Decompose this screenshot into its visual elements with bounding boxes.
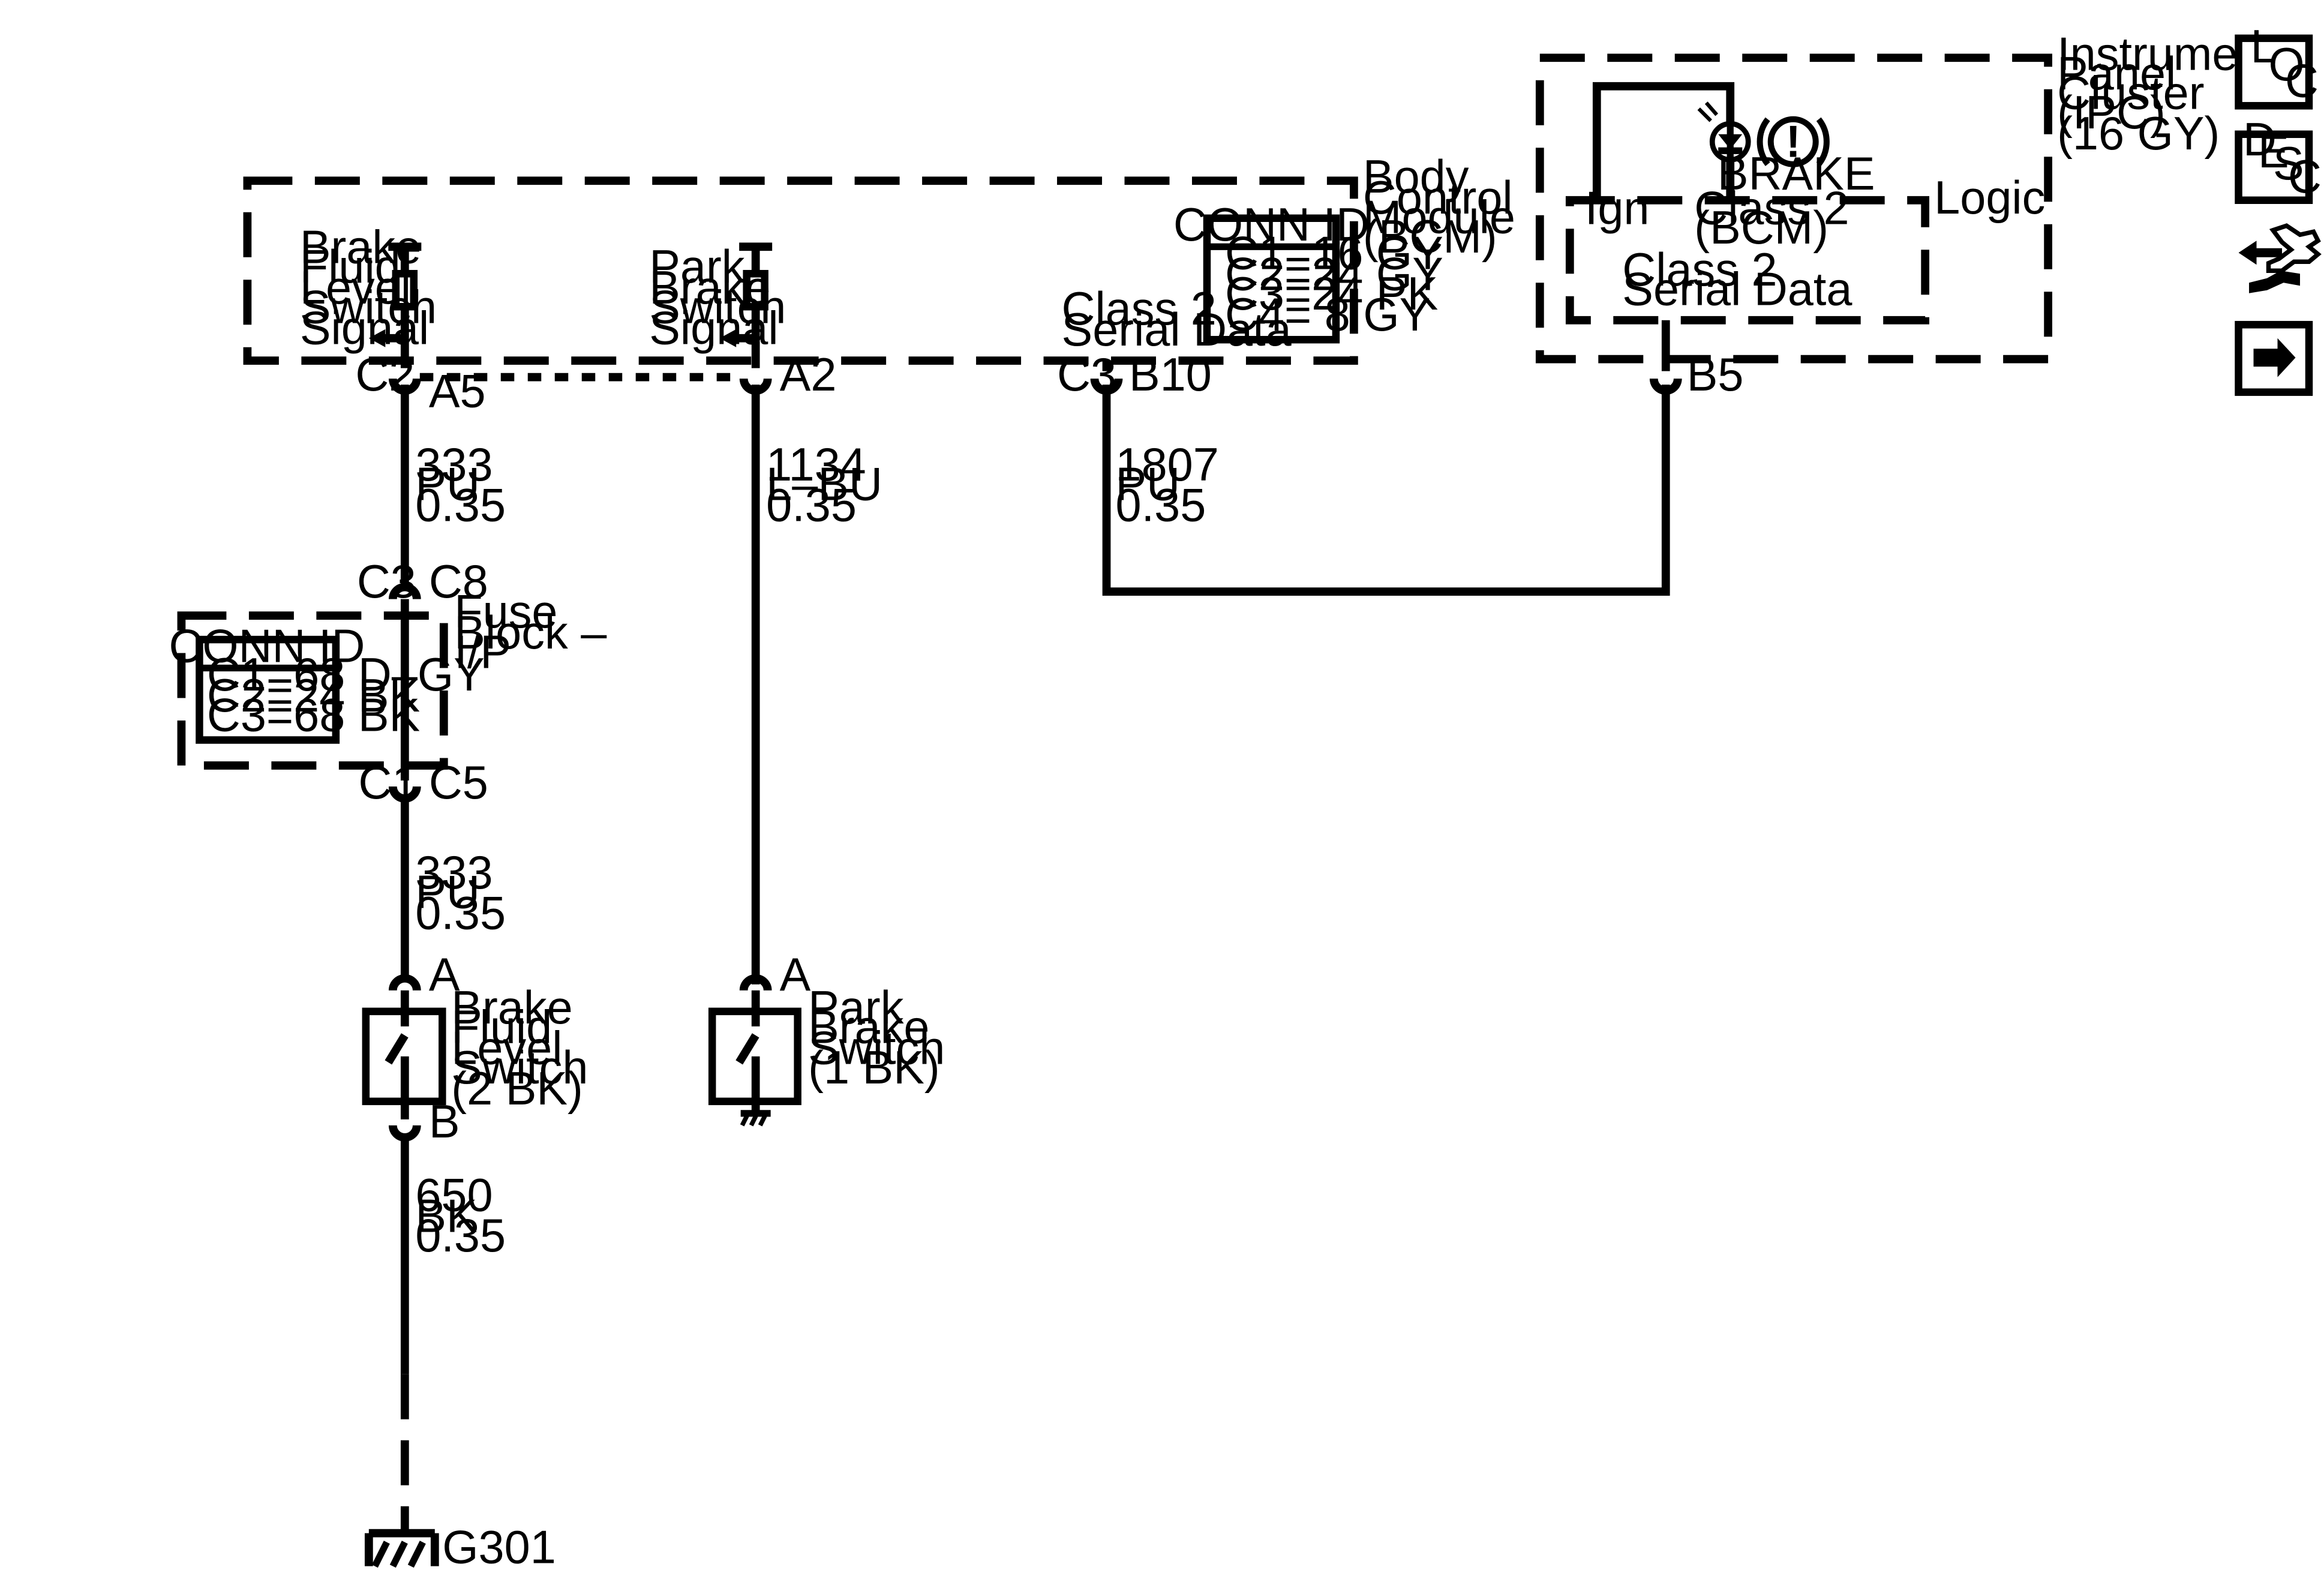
conn-id-title: CONN ID xyxy=(169,621,365,673)
wire-1134: 1134 L–BU 0.35 xyxy=(751,385,895,984)
desc-letter: E xyxy=(2258,126,2289,178)
indicator-symbol: ! xyxy=(1786,116,1801,166)
park-brake-switch-label: Park Brake Switch (1 BK) xyxy=(808,982,958,1094)
connector-label: A5 xyxy=(429,366,486,418)
bcm-connector-terminals: C2 A5 A2 C3 B10 xyxy=(355,349,1212,417)
conn-id-row: C1=16 GY xyxy=(1225,228,1443,280)
loc-button[interactable]: L O C xyxy=(2235,21,2319,110)
loc-letter: C xyxy=(2285,55,2319,107)
connector-terminal xyxy=(739,974,772,991)
switch-contact-icon xyxy=(735,1033,759,1065)
brake-indicator-label: BRAKE xyxy=(1718,148,1875,200)
brake-fluid-signal-circuit: Brake Fluid Level Switch Signal xyxy=(300,222,450,368)
ipc-logic-boundary xyxy=(1565,196,1930,325)
desc-letter: S xyxy=(2273,138,2304,190)
connector-label: B5 xyxy=(1687,349,1744,401)
connector-label: C8 xyxy=(429,556,488,608)
conn-id-row: C3=24 PK xyxy=(1225,268,1438,320)
desc-button[interactable]: D E S C xyxy=(2235,114,2322,205)
chassis-ground-icon xyxy=(740,1110,771,1127)
loc-letter: O xyxy=(2269,39,2305,91)
ipc-logic-label: Logic xyxy=(1934,172,2045,224)
wire-333-upper: 333 PU 0.35 xyxy=(400,385,506,586)
brake-fluid-signal-label: Brake Fluid Level Switch Signal xyxy=(300,222,450,355)
park-brake-signal-label: Park Brake Switch Signal xyxy=(649,241,799,354)
switch-contact-icon xyxy=(385,1033,409,1065)
ground-label: G301 xyxy=(442,1522,556,1573)
connector-terminal xyxy=(388,974,421,991)
park-brake-switch: A Park Brake Switch (1 BK) xyxy=(708,949,958,1127)
wire-label: 333 PU 0.35 xyxy=(415,847,506,939)
conn-id-row: C1=68 D–GY xyxy=(207,649,485,701)
bcm-boundary xyxy=(243,176,1358,365)
connector-label: A2 xyxy=(780,349,837,401)
connector-label: B10 xyxy=(1129,349,1212,401)
body-control-module: Body Control Module (BCM) CONN ID C1=16 … xyxy=(243,151,1529,371)
brake-fluid-switch-label: Brake Fluid Level Switch (2 BK) xyxy=(451,982,601,1115)
wire-1807: 1807 PU 0.35 xyxy=(1102,385,1670,596)
desc-letter: D xyxy=(2243,114,2277,166)
connector-terminal xyxy=(388,583,421,600)
bcm-serial-data-label: Class 2 Serial Data xyxy=(1062,283,1292,356)
bcm-conn-id-table: CONN ID C1=16 GY C2=24 GY C3=24 PK C4= 8… xyxy=(1173,199,1443,344)
ipc-class2-bcm-label: Class 2 (BCM) xyxy=(1694,183,1862,254)
next-page-button[interactable] xyxy=(2235,320,2313,396)
loc-letter: L xyxy=(2251,21,2277,73)
conn-id-row: C4= 8 GY xyxy=(1225,289,1430,341)
brake-warning-led-icon xyxy=(1697,101,1751,163)
ipc-bulb-feed xyxy=(1592,82,1735,200)
wire-650: 650 BK 0.35 xyxy=(400,1134,506,1533)
wire-333-lower: 333 PU 0.35 xyxy=(400,795,506,978)
ground-g301: G301 xyxy=(364,1522,556,1573)
wire-label: 1807 PU 0.35 xyxy=(1116,439,1232,531)
wire-label: 333 PU 0.35 xyxy=(415,439,506,531)
conn-id-title: CONN ID xyxy=(1173,199,1370,251)
brake-fluid-level-switch: A Brake Fluid Level Switch (2 BK) B xyxy=(362,949,601,1148)
connector-label: C5 xyxy=(429,757,488,809)
ipc-serial-data-label: Class 2 Serial Data xyxy=(1622,244,1852,315)
fuse-block-boundary xyxy=(177,611,448,770)
fuse-block-ip: C3 C8 Fuse Block – I/P CONN ID C1=68 D–G… xyxy=(169,556,620,809)
park-brake-signal-circuit: Park Brake Switch Signal xyxy=(649,241,799,368)
nav-buttons: L O C D E S C xyxy=(2235,21,2322,396)
bcm-name: Body Control Module (BCM) xyxy=(1363,151,1529,263)
wire-label: 650 BK 0.35 xyxy=(415,1169,506,1261)
conn-id-row: C2=24 GY xyxy=(1225,249,1443,301)
fuse-block-name: Fuse Block – I/P xyxy=(454,586,620,678)
connector-label: B xyxy=(429,1096,460,1148)
conn-id-row: C3=68 BK xyxy=(207,690,420,742)
fuse-block-conn-id-table: CONN ID C1=68 D–GY C2=24 BK C3=68 BK xyxy=(169,621,485,744)
instrument-panel-cluster: Instrument Panel Cluster (IPC) (16 GY) L… xyxy=(1535,28,2277,371)
connector-label: A xyxy=(429,949,460,1001)
repair-tool-icon xyxy=(2238,223,2322,293)
brake-warning-symbol-icon: ! xyxy=(1756,116,1830,167)
desc-letter: C xyxy=(2288,151,2322,203)
repair-tool-button[interactable] xyxy=(2238,223,2322,293)
wire-label: 1134 L–BU 0.35 xyxy=(766,439,895,531)
conn-id-row: C2=24 BK xyxy=(207,670,420,722)
arrow-right-icon xyxy=(2253,338,2296,377)
connector-label: A xyxy=(780,949,811,1001)
